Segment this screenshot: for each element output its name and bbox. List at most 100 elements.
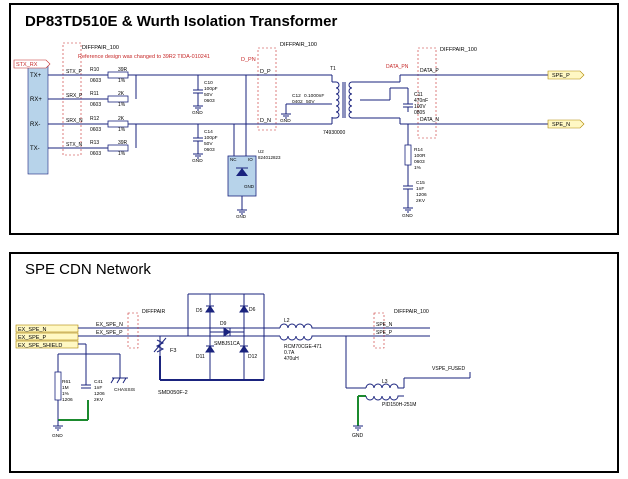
- t1-part: 74930000: [323, 130, 345, 136]
- u2-ref: U2: [258, 149, 264, 154]
- c10-val: 100pF: [204, 86, 218, 92]
- u2-gnd: GND: [244, 184, 255, 189]
- net-data-pn: DATA_PN: [386, 64, 409, 70]
- c15-val: 1nF: [416, 186, 424, 192]
- l2-inductance: 470uH: [284, 356, 299, 362]
- gnd-r61: GND: [52, 433, 63, 439]
- gnd-c14: GND: [192, 158, 203, 164]
- transformer-panel: DP83TD510E & Wurth Isolation Transformer: [9, 3, 619, 235]
- d12-ref: D12: [248, 354, 257, 360]
- diode-d5: [205, 305, 215, 313]
- diffpair-box-3: [417, 47, 437, 139]
- r10-tol: 1%: [118, 78, 126, 84]
- r61-ref: R61: [62, 379, 71, 385]
- port-ex-spe-shield-label: EX_SPE_SHIELD: [18, 343, 62, 349]
- diode-d9: [223, 327, 231, 337]
- net-d-pn: D_PN: [241, 57, 256, 63]
- port-stx-rx: [13, 59, 51, 69]
- diffpair-box-5: [373, 312, 385, 349]
- resistor-r10: [107, 71, 129, 79]
- l3-ref: L3: [382, 379, 388, 385]
- tvs-diode-icon: [236, 168, 248, 176]
- c15-v: 2KV: [416, 198, 426, 204]
- r13-ref: R13: [90, 140, 99, 146]
- d6-ref: D6: [249, 307, 256, 313]
- chassis-icon: [110, 377, 128, 384]
- net-data-p: DATA_P: [420, 68, 439, 74]
- r14-ref: R14: [414, 147, 423, 153]
- transformer-t1: [332, 74, 548, 125]
- l2-part: RCM70CGE-471: [284, 344, 322, 350]
- c14-pkg: 0603: [204, 147, 215, 153]
- diffpair-label-1: DIFFPAIR_100: [82, 45, 119, 51]
- d11-ref: D11: [196, 354, 205, 360]
- choke-l2: [279, 323, 314, 341]
- r12-tol: 1%: [118, 127, 126, 133]
- net-stx-p: STX_P: [66, 69, 83, 75]
- diode-d6: [239, 305, 249, 313]
- connector-strip: [27, 65, 49, 175]
- r11-pkg: 0603: [90, 102, 101, 108]
- c11-v: 100V: [414, 104, 426, 110]
- gnd-c12: GND: [280, 118, 291, 124]
- port-ex-spe-p-label: EX_SPE_P: [18, 335, 46, 341]
- u2-nc: NC: [230, 157, 237, 162]
- c15-ref: C15: [416, 180, 425, 186]
- c41-ref: C41: [94, 379, 103, 385]
- r61-pkg: 1206: [62, 397, 73, 403]
- diffpair-label-2: DIFFPAIR_100: [280, 42, 317, 48]
- r10-ref: R10: [90, 67, 99, 73]
- resistor-r11: [107, 95, 129, 103]
- panel-title-transformer: DP83TD510E & Wurth Isolation Transformer: [25, 13, 338, 30]
- net-ex-spe-p: EX_SPE_P: [96, 330, 123, 336]
- r14-val: 100R: [414, 153, 426, 159]
- l2-current: 0.7A: [284, 350, 295, 356]
- r61-val: 1M: [62, 385, 69, 391]
- diffpair-box-4: [127, 312, 139, 349]
- r12-pkg: 0603: [90, 127, 101, 133]
- c10-pkg: 0603: [204, 98, 215, 104]
- diffpair-label-5: DIFFPAIR_100: [394, 309, 429, 315]
- c14-v: 50V: [204, 141, 213, 147]
- cdn-network-panel: SPE CDN Network: [9, 252, 619, 473]
- gnd-l3: GND: [352, 433, 364, 439]
- net-spe-n: SPE_N: [376, 322, 393, 328]
- c10-v: 50V: [204, 92, 213, 98]
- r10-val: 39R: [118, 67, 128, 73]
- r11-ref: R11: [90, 91, 99, 97]
- pin-tx-minus: TX-: [30, 146, 40, 152]
- c12-v: 50V: [306, 99, 315, 105]
- net-stx-n: STX_N: [66, 142, 83, 148]
- u2-part: 824012823: [258, 155, 281, 160]
- c41-v: 2KV: [94, 397, 104, 403]
- d5-ref: D5: [196, 308, 203, 314]
- c14-ref: C14: [204, 129, 213, 135]
- c10-ref: C10: [204, 80, 213, 86]
- r11-tol: 1%: [118, 102, 126, 108]
- port-spe-n: [547, 119, 585, 129]
- d9-ref: D9: [220, 321, 227, 327]
- l2-ref: L2: [284, 318, 290, 324]
- r13-tol: 1%: [118, 151, 126, 157]
- c11-ref: C11: [414, 92, 423, 98]
- gnd-c15: GND: [402, 213, 413, 219]
- choke-l3: [365, 378, 405, 401]
- chassis-label: CHASSIS: [114, 387, 135, 393]
- net-spe-p: SPE_P: [376, 330, 393, 336]
- l3-part: PID150H-251M: [382, 402, 416, 408]
- resistor-r13: [107, 144, 129, 152]
- panel-title-cdn: SPE CDN Network: [25, 261, 151, 278]
- gnd-u2: GND: [236, 214, 247, 219]
- f3-ref: F3: [170, 348, 176, 354]
- r11-val: 2K: [118, 91, 125, 97]
- r12-val: 2K: [118, 116, 125, 122]
- d9-part: SMBJ51CA: [214, 341, 241, 347]
- c12-ref: C12: [292, 93, 301, 99]
- diffpair-box-2: [257, 47, 277, 131]
- pin-rx-minus: RX-: [30, 122, 40, 128]
- pin-rx-plus: RX+: [30, 97, 42, 103]
- port-spe-p: [547, 70, 585, 80]
- resistor-r61: [54, 371, 62, 401]
- resistor-r14: [404, 144, 412, 166]
- c41-pkg: 1206: [94, 391, 105, 397]
